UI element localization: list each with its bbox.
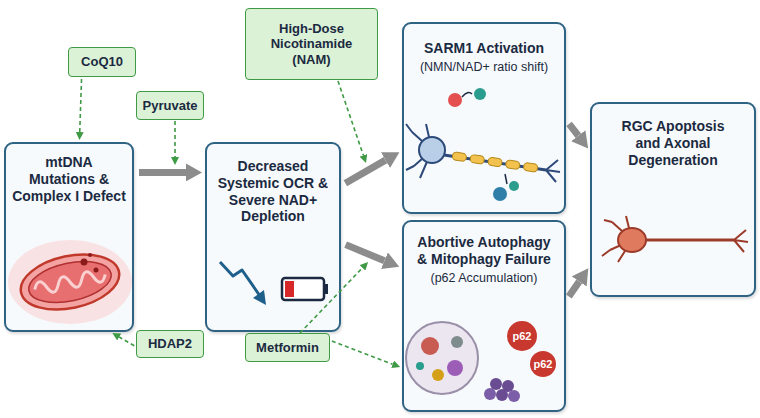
node-title: HDAP2 bbox=[148, 336, 192, 352]
myelin-segment bbox=[505, 160, 520, 170]
treatment-box: CoQ10 bbox=[68, 47, 136, 77]
cargo bbox=[447, 360, 463, 376]
myelin-sheath bbox=[452, 152, 538, 173]
rgc-neuron-illustration bbox=[602, 216, 748, 262]
pathway-arrow bbox=[345, 160, 385, 183]
axon-terminal bbox=[734, 230, 748, 252]
dendrites bbox=[602, 216, 632, 262]
treatment-pointers bbox=[175, 81, 363, 333]
axon-terminal bbox=[546, 160, 560, 182]
molecule bbox=[474, 88, 486, 100]
protein-aggregate bbox=[484, 378, 520, 402]
autophagy-illustration bbox=[406, 321, 556, 402]
treatment-arrow bbox=[119, 337, 134, 346]
node-title: Metformin bbox=[256, 340, 319, 356]
battery-body bbox=[282, 278, 324, 300]
axon bbox=[444, 155, 546, 170]
treatment-box: Pyruvate bbox=[136, 91, 204, 120]
pathway-arrow bbox=[346, 245, 385, 261]
node-subtitle: (p62 Accumulation) bbox=[412, 271, 556, 287]
node-title: Abortive Autophagy & Mitophagy Failure bbox=[412, 234, 556, 268]
dendrites bbox=[406, 124, 432, 178]
process-box: Decreased Systemic OCR & Severe NAD+ Dep… bbox=[205, 142, 341, 332]
p62-protein bbox=[530, 351, 556, 377]
aggregate-unit bbox=[508, 390, 520, 402]
myelin-segment bbox=[452, 152, 467, 162]
treatment-box: High-Dose Nicotinamide (NAM) bbox=[245, 8, 378, 80]
aggregate-unit bbox=[490, 378, 502, 390]
aggregate-unit bbox=[484, 388, 496, 400]
myelin-segment bbox=[487, 157, 502, 167]
treatment-box: HDAP2 bbox=[136, 330, 204, 358]
molecule bbox=[493, 187, 507, 201]
molecule bbox=[509, 181, 519, 191]
node-title: CoQ10 bbox=[81, 54, 123, 70]
process-box: mtDNA Mutations & Complex I Defect bbox=[4, 142, 134, 332]
node-title: RGC Apoptosis and Axonal Degeneration bbox=[614, 118, 732, 168]
myelin-segment bbox=[523, 162, 538, 172]
cargo bbox=[416, 362, 424, 370]
node-title: High-Dose Nicotinamide (NAM) bbox=[260, 21, 363, 68]
mitochondrion bbox=[16, 246, 125, 318]
cristae bbox=[33, 268, 106, 296]
node-subtitle: (NMN/NAD+ ratio shift) bbox=[412, 60, 556, 76]
treatment-arrow bbox=[80, 79, 82, 132]
p62-protein bbox=[507, 321, 537, 351]
molecule bbox=[448, 93, 462, 107]
cargo bbox=[451, 336, 463, 348]
glow bbox=[8, 240, 132, 324]
aggregate-unit bbox=[502, 380, 514, 392]
protein-label: p62 bbox=[534, 358, 553, 370]
conversion-arrow bbox=[505, 174, 507, 184]
pathway-arrow bbox=[569, 124, 578, 136]
outcome-box: RGC Apoptosis and Axonal Degeneration bbox=[590, 102, 756, 297]
node-title: SARM1 Activation bbox=[412, 40, 556, 57]
treatment-pointer bbox=[338, 81, 363, 155]
node-title: Pyruvate bbox=[143, 98, 198, 114]
trend-line bbox=[220, 262, 260, 296]
myelin-segment bbox=[470, 154, 485, 164]
mutation-dot bbox=[88, 253, 92, 257]
cargo bbox=[421, 337, 439, 355]
protein-label: p62 bbox=[513, 330, 532, 342]
neuron-illustration bbox=[406, 88, 560, 201]
mutation-dot bbox=[94, 268, 99, 273]
soma bbox=[419, 137, 445, 163]
process-box: SARM1 Activation (NMN/NAD+ ratio shift) bbox=[402, 22, 566, 214]
inner-membrane bbox=[25, 255, 115, 310]
aggregate-unit bbox=[496, 389, 508, 401]
decline-illustration bbox=[220, 262, 328, 305]
mutation-dot bbox=[81, 259, 88, 266]
treatment-pointer bbox=[300, 268, 363, 333]
cargo bbox=[432, 369, 444, 381]
node-title: Decreased Systemic OCR & Severe NAD+ Dep… bbox=[216, 158, 330, 225]
battery-terminal bbox=[324, 284, 328, 294]
process-box: Abortive Autophagy & Mitophagy Failure (p… bbox=[402, 220, 566, 412]
pathway-arrow bbox=[139, 169, 186, 176]
pathway-arrow bbox=[569, 281, 579, 296]
outer-membrane bbox=[16, 246, 125, 318]
soma bbox=[618, 228, 646, 252]
axon bbox=[646, 239, 734, 242]
autophagosome bbox=[406, 322, 478, 394]
treatment-box: Metformin bbox=[245, 333, 330, 362]
battery-level bbox=[285, 281, 294, 297]
conversion-arrow bbox=[462, 93, 472, 97]
trend-arrow-head bbox=[253, 290, 266, 305]
treatment-pointer bbox=[174, 121, 176, 157]
node-title: mtDNA Mutations & Complex I Defect bbox=[12, 154, 126, 204]
treatment-arrow bbox=[332, 341, 393, 364]
mitochondrion-illustration bbox=[8, 240, 132, 324]
connector-layer bbox=[80, 79, 579, 364]
